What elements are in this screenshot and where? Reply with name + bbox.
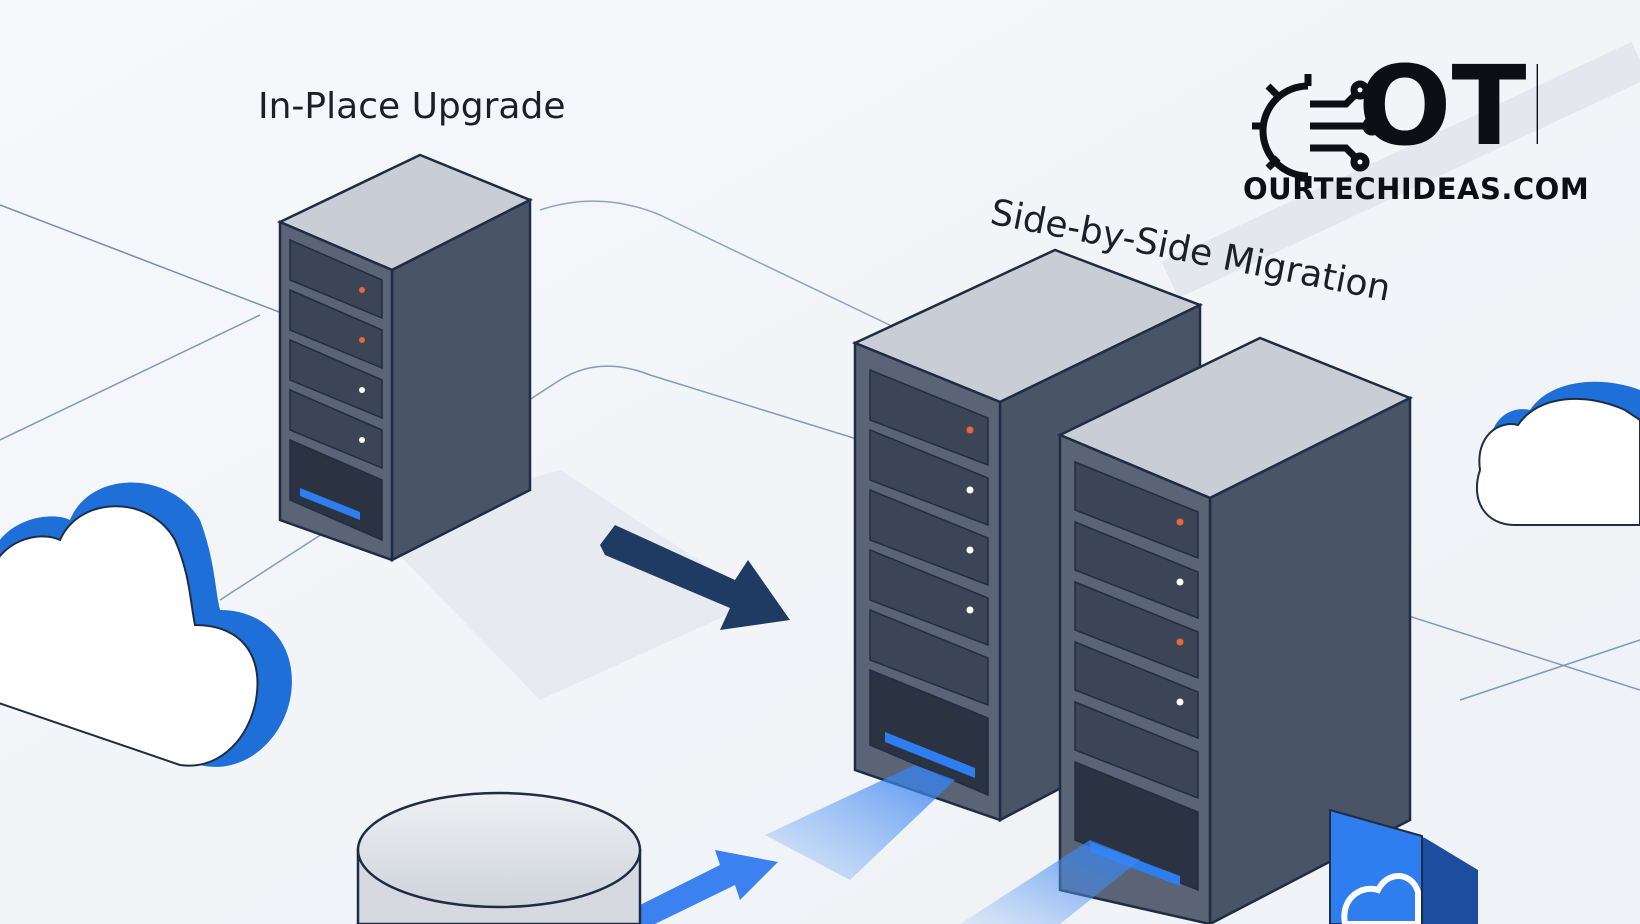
server-rack-icon: [276, 153, 534, 563]
cloud-icon: [1475, 381, 1640, 526]
in-place-upgrade-label: In-Place Upgrade: [258, 86, 566, 127]
data-transfer-beams: [640, 765, 1140, 924]
arrow-right-icon: [600, 525, 790, 630]
oti-logo: OTI: [1252, 42, 1538, 188]
gear-circuit-icon: [1252, 74, 1382, 188]
cloud-sync-icon: [1329, 808, 1478, 924]
database-icon: [356, 791, 642, 924]
logo-letters: OTI: [1358, 42, 1538, 170]
server-rack-icon: [1056, 336, 1414, 924]
logo-website-text: OURTECHIDEAS.COM: [1243, 172, 1590, 206]
cloud-icon: [0, 482, 292, 767]
